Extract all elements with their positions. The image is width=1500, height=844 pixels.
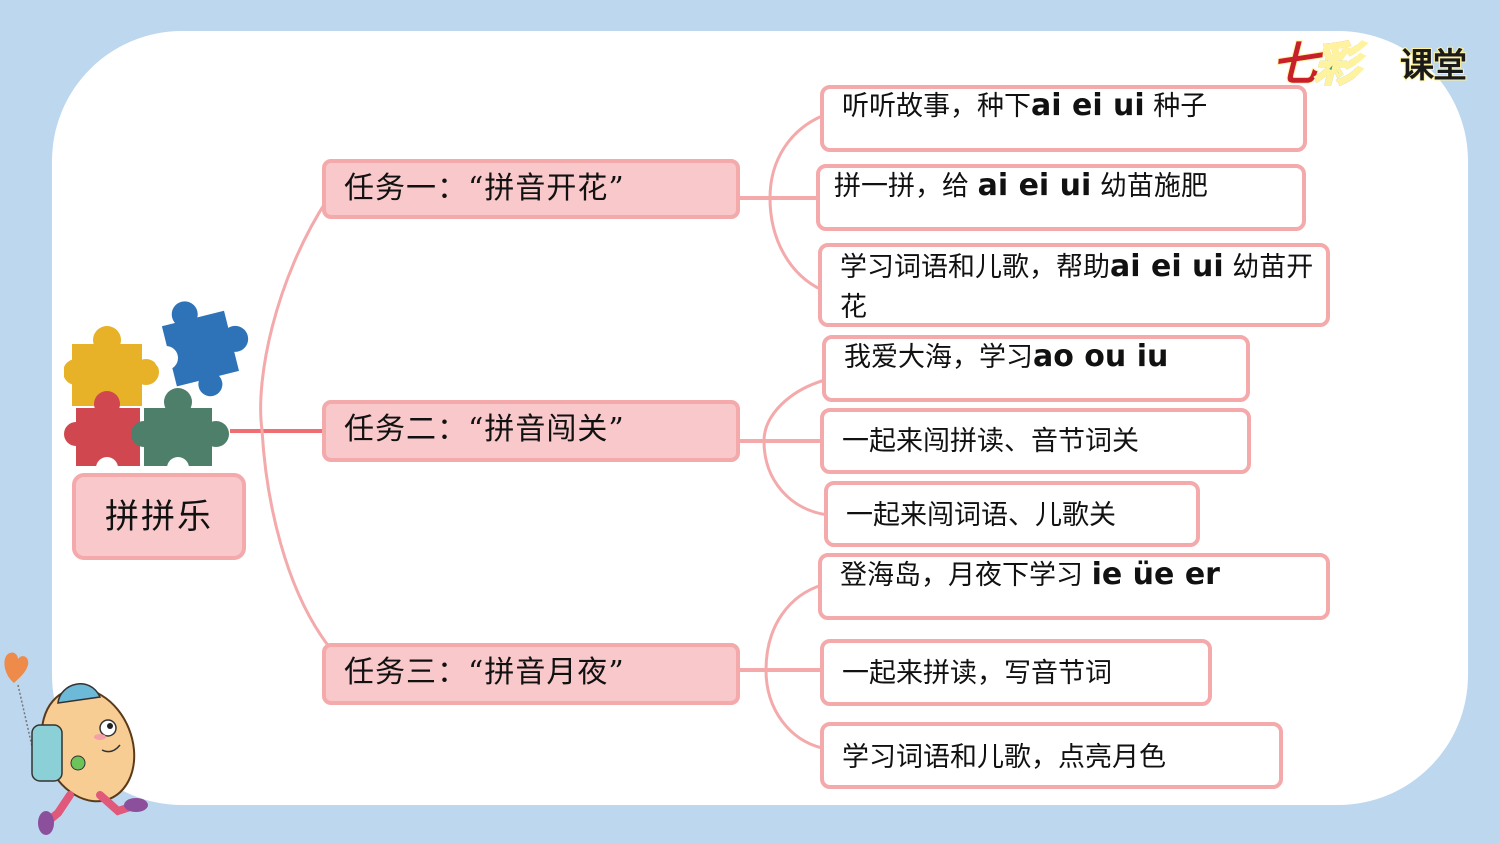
task-node-1: 任务一：“拼音开花” — [322, 159, 740, 219]
task2-item-2: 一起来闯拼读、音节词关 — [820, 408, 1251, 474]
pinyin: ai ei ui — [1031, 88, 1145, 123]
egg-mascot-icon — [4, 652, 148, 835]
task1-item-3: 学习词语和儿歌，帮助ai ei ui 幼苗开花 — [818, 243, 1330, 327]
task-node-3: 任务三：“拼音月夜” — [322, 643, 740, 705]
puzzle-pieces-icon — [64, 301, 249, 471]
task1-item-2: 拼一拼，给 ai ei ui 幼苗施肥 — [816, 164, 1306, 231]
qicai-ketang-logo: 七彩 课堂 — [1271, 26, 1482, 98]
task2-item-1: 我爱大海，学习ao ou iu — [822, 335, 1250, 402]
task-node-2: 任务二：“拼音闯关” — [322, 400, 740, 462]
pinyin: ie üe er — [1091, 557, 1220, 592]
task3-item-3: 学习词语和儿歌，点亮月色 — [820, 722, 1283, 789]
pinyin: ai ei ui — [1110, 249, 1224, 284]
logo-text: 课堂 — [1399, 45, 1468, 87]
task2-item-3: 一起来闯词语、儿歌关 — [824, 481, 1200, 547]
root-node: 拼拼乐 — [72, 473, 246, 560]
task3-item-2: 一起来拼读，写音节词 — [820, 639, 1212, 706]
task3-item-1: 登海岛，月夜下学习 ie üe er — [818, 553, 1330, 620]
pinyin: ao ou iu — [1033, 339, 1169, 374]
task1-item-1: 听听故事，种下ai ei ui 种子 — [820, 85, 1307, 152]
logo-brand-mark: 七彩 — [1271, 36, 1361, 92]
pinyin: ai ei ui — [977, 168, 1092, 203]
